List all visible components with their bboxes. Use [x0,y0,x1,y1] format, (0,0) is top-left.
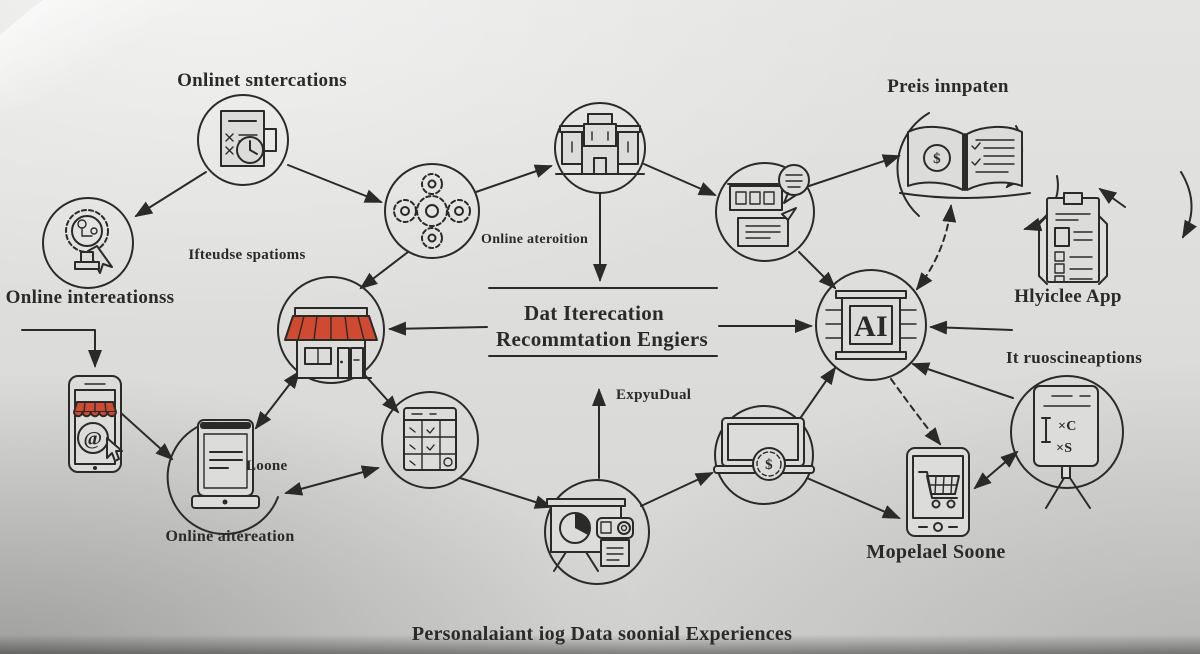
laptop-dollar-icon: $ [713,417,815,481]
arrow-calendar-to-presentation [459,477,553,509]
clipboard-menu-icon [1038,192,1108,285]
badge-label: Online intereationss [6,287,175,308]
arrow-checklist-to-gears [287,164,383,203]
phone-shop-icon: @ [68,375,123,473]
formula-easel-icon: ×C ×S [1033,385,1099,509]
tablet-cart-icon [906,447,970,537]
connectors [21,112,1197,519]
expydual-label: ExpyuDual [616,387,691,403]
arrow-store-to-calendar [362,372,400,414]
arc-book-left [896,112,930,217]
ai-glyph: AI [854,310,888,343]
arrow-phonestore-to-phonecircle [120,412,174,461]
gears-node [384,163,480,259]
arc-far-right [1180,171,1197,239]
right-note-label: It ruoscineaptions [1006,348,1142,367]
arrow-tablet-easel [973,450,1019,490]
arrow-easel-to-ai [911,362,1014,399]
dashed-arrow-ai-to-tablet [890,378,942,446]
arrow-laptop-to-ai [798,366,837,421]
book-label: Preis innpaten [887,76,1009,97]
formula-row2: ×S [1056,441,1072,456]
arrow-to-clipboard [1098,187,1126,208]
building-icon [555,113,645,175]
tablet-label: Mopelael Soone [866,541,1005,563]
arrow-checklist-to-badge [134,171,207,218]
store-node [277,276,385,384]
gears-icon [393,173,471,249]
center-box-line1: Dat Iterecation [524,301,664,325]
ai-chip-icon: AI [825,290,917,360]
arrow-gears-to-store [359,251,409,290]
dollar-glyph: $ [765,457,773,473]
loone-label: Loone [246,458,288,474]
footer-caption: Personalaiant iog Data soonial Experienc… [412,623,792,645]
calendar-node [381,391,479,489]
center-box: Dat Iterecation Recommtation Engiers [488,287,718,357]
arrow-gears-to-building [475,164,553,193]
dollar-glyph: $ [933,151,941,167]
arrow-centerbox-to-store [388,321,488,336]
checklist-node [197,94,289,186]
arrow-building-to-chat [643,163,717,196]
formula-row1: ×C [1058,419,1077,434]
chat-node [715,162,815,262]
arrow-chat-to-ai [798,251,837,290]
building-node [554,102,646,194]
laptop-node: $ [713,405,815,505]
dashed-arrow-ai-book [915,204,957,291]
arrow-right-to-ai [929,320,1013,335]
arrow-phonecircle-calendar [284,465,380,496]
checklist-clock-icon [220,110,277,167]
storefront-icon [284,307,378,379]
book-node: $ [899,126,1031,199]
clipboard-label: Hlyiclee App [1014,286,1122,307]
phone-label: Online aitereation [165,528,294,545]
award-badge-icon [65,209,113,274]
gears-label: Ifteudse spatioms [188,247,305,263]
easel-node: ×C ×S [1010,375,1124,509]
sign-chat-document-icon [727,164,810,247]
calendar-icon [403,407,457,471]
arrow-badge-to-phonestore [21,329,102,368]
tablet-node [906,447,970,537]
clipboard-node [1038,192,1108,285]
badge-node [42,197,134,289]
phone-store-node: @ [68,375,123,473]
presentation-node [544,479,650,585]
arrow-presentation-to-laptop [640,472,714,507]
arrow-chat-to-book [802,154,901,189]
checklist-label: Onlinet sntercations [177,70,347,91]
ai-node: AI [815,269,927,381]
arrow-laptop-to-tablet [806,477,901,519]
open-book-icon: $ [899,126,1031,199]
presentation-projector-icon [546,498,634,572]
at-glyph: @ [84,428,103,450]
phone-circle-node: Loone [166,419,288,535]
building-label: Online ateroition [481,232,588,247]
phone-icon [191,419,260,509]
center-box-line2: Recommtation Engiers [496,327,708,351]
arrow-store-phonecircle [254,370,301,430]
